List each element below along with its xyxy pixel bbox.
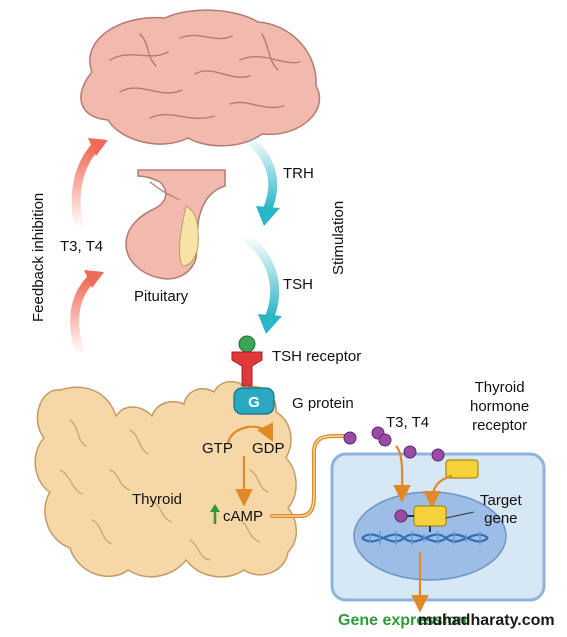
t3t4-entry-arrow [393,445,411,503]
stimulation-arrow-tsh [239,231,282,334]
stimulation-arrow-trh [239,131,280,226]
target-gene-line-2: gene [484,510,518,527]
tsh-molecule [238,335,256,353]
target-gene-label: Target gene [480,492,522,528]
stimulation-label: Stimulation [330,200,347,275]
thyroid-hormone-receptor-label: Thyroid hormone receptor [470,378,529,435]
thyroid-label: Thyroid [132,491,183,508]
receptor-entry-arrow [423,474,453,509]
feedback-arrow-lower [70,270,104,359]
tsh-receptor [231,351,263,387]
thr-line-3: receptor [472,417,528,434]
t3t4-feedback-label: T3, T4 [60,238,103,255]
gene-expression-label: Gene expression [338,612,467,629]
thr-line-2: hormone [470,398,530,415]
hormone-molecules [343,426,445,462]
g-protein: G [233,387,275,415]
gtp-gdp-arrow [226,422,273,445]
thyroid-gland [34,380,297,578]
g-protein-letter: G [248,394,260,411]
gdp-label: GDP [252,440,285,457]
camp-label: cAMP [223,508,264,525]
watermark: muhadharaty.com [418,612,555,629]
thr-line-1: Thyroid [474,379,525,396]
tsh-label: TSH [283,276,313,293]
feedback-inhibition-label: Feedback inhibition [30,192,47,322]
target-gene-line-1: Target [480,492,522,509]
bound-receptor [394,505,447,532]
t3t4-feedback-text: T3, T4 [60,238,104,255]
g-protein-label: G protein [292,395,354,412]
trh-label: TRH [283,165,314,182]
gtp-label: GTP [202,440,233,457]
brain [80,9,321,147]
target-gene-pointer [445,511,475,519]
dna-helix [361,531,489,545]
feedback-arrow-upper [71,138,108,233]
t3t4-cell-label: T3, T4 [386,414,429,431]
hormone-receptor-cytoplasm [445,459,479,479]
pituitary-gland [125,169,226,280]
t3t4-cell-text: T3, T4 [386,414,430,431]
tsh-receptor-label: TSH receptor [272,348,362,365]
pituitary-label: Pituitary [134,288,189,305]
increase-arrow [210,504,220,524]
